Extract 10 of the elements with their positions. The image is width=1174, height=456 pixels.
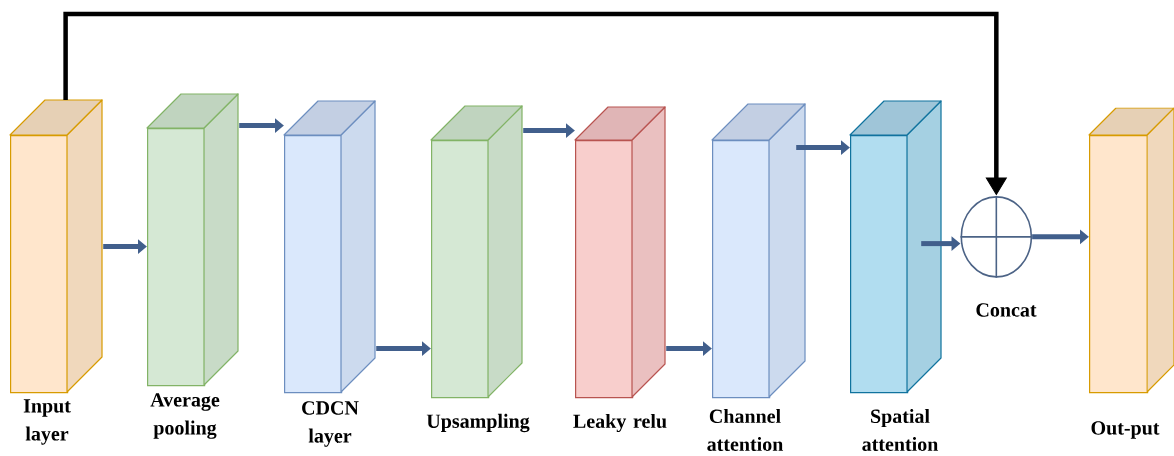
layer-label: Out-put (1091, 421, 1160, 439)
layer-label: Leaky relu (573, 413, 667, 433)
layer-label: Spatial attention (862, 408, 939, 452)
layer-label: Upsampling (426, 413, 530, 433)
layer-label: CDCN layer (302, 401, 359, 447)
layer-label: Average pooling (150, 393, 220, 439)
layer-label: Channel attention (707, 408, 784, 452)
layer-label: Input layer (23, 399, 71, 445)
skip-connection-arrow (63, 11, 1007, 196)
layer-label: Concat (976, 303, 1037, 317)
